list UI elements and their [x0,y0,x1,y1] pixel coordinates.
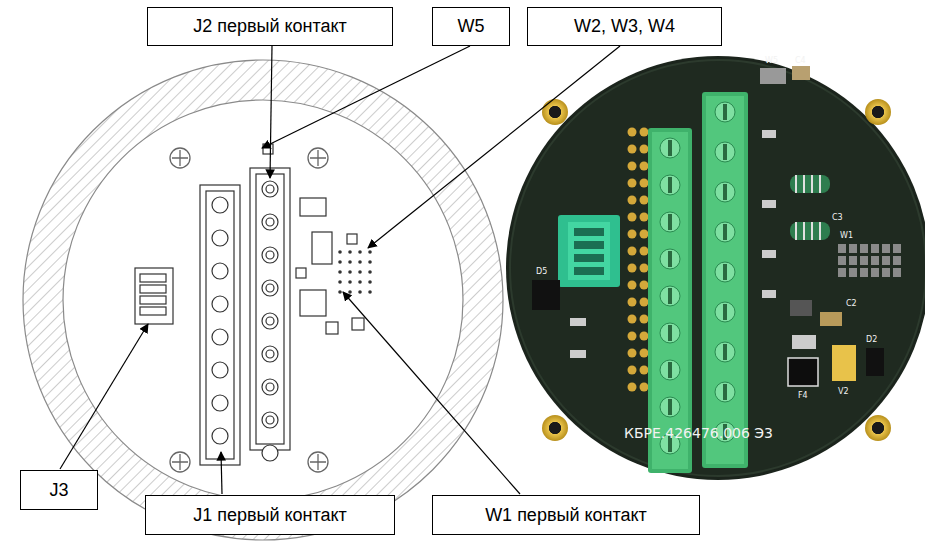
callout-text: J1 первый контакт [193,505,347,526]
silkscreen-text: C3 [832,214,843,222]
callout-text: J2 первый контакт [193,16,347,37]
pcb-render [506,56,925,480]
callout-text: J3 [49,480,68,501]
callout-box: J2 первый контакт [147,7,393,46]
callout-box: W2, W3, W4 [527,7,722,46]
silkscreen-text: W1 [840,232,853,240]
housing-drawing [23,60,503,540]
silkscreen-text: C2 [846,300,857,308]
callout-text: W2, W3, W4 [574,16,675,37]
silkscreen-text: V2 [838,388,849,396]
silkscreen-text: D5 [536,268,547,276]
silkscreen-text: КБРЕ.426476.006 Э3 [624,426,773,440]
silkscreen-text: D2 [866,336,877,344]
leader-lines [60,46,620,494]
callout-box: J3 [20,470,98,510]
callout-text: W5 [458,16,485,37]
callout-box: W5 [432,7,510,46]
callout-box: W1 первый контакт [432,495,700,535]
callout-text: W1 первый контакт [485,505,647,526]
callout-box: J1 первый контакт [145,495,395,535]
silkscreen-text: W5 [765,57,778,65]
silkscreen-text: F4 [798,392,808,400]
silkscreen-text: C4 [795,57,806,65]
